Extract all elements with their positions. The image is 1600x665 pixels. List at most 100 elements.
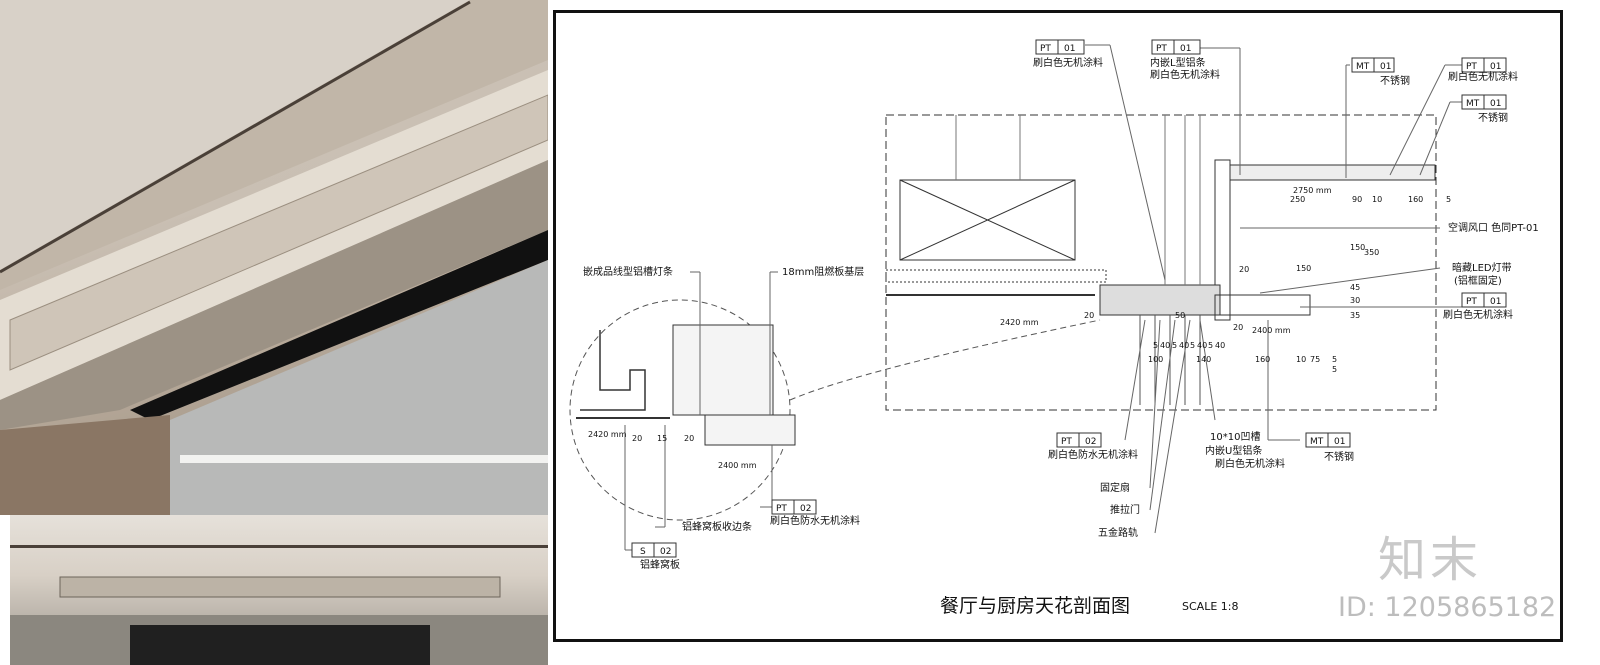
- svg-text:35: 35: [1350, 311, 1360, 320]
- ceiling-board: [1229, 164, 1436, 181]
- svg-text:45: 45: [1350, 283, 1360, 292]
- svg-text:5: 5: [1153, 341, 1158, 350]
- tag-pt01-a: PT 01 刷白色无机涂料: [1033, 39, 1103, 69]
- watermark-id: ID: 1205865182: [1338, 592, 1557, 623]
- led-cove: [1214, 294, 1311, 316]
- svg-text:50: 50: [1175, 311, 1185, 320]
- svg-text:02: 02: [800, 504, 811, 514]
- label-edge-strip: 铝蜂窝板收边条: [682, 520, 752, 533]
- ac-unit: [899, 179, 1076, 261]
- svg-text:刷白色无机涂料: 刷白色无机涂料: [1448, 70, 1518, 83]
- svg-text:2400 mm: 2400 mm: [1252, 326, 1291, 335]
- svg-text:PT: PT: [1061, 437, 1072, 447]
- tag-pt01-c: PT 01 刷白色无机涂料: [1448, 57, 1518, 83]
- svg-text:5: 5: [1190, 341, 1195, 350]
- label-hardware-rail: 五金路轨: [1098, 526, 1138, 539]
- svg-text:100: 100: [1148, 355, 1163, 364]
- label-groove: 10*10凹槽: [1210, 430, 1260, 443]
- tag-mt01-c: MT 01 不锈钢: [1305, 432, 1354, 463]
- svg-text:刷白色无机涂料: 刷白色无机涂料: [1443, 308, 1513, 321]
- svg-text:10: 10: [1296, 355, 1306, 364]
- section-drawing: PT 01 刷白色无机涂料 PT 01 内嵌L型铝条 刷白色无机涂料 MT 01…: [569, 39, 1539, 617]
- svg-text:刷白色防水无机涂料: 刷白色防水无机涂料: [1048, 448, 1138, 461]
- svg-text:01: 01: [1180, 44, 1191, 54]
- svg-text:2400 mm: 2400 mm: [718, 461, 757, 470]
- svg-text:不锈钢: 不锈钢: [1380, 74, 1410, 87]
- svg-text:20: 20: [684, 434, 694, 443]
- svg-text:150: 150: [1350, 243, 1365, 252]
- bulkhead: [1214, 159, 1231, 321]
- svg-text:20: 20: [1233, 323, 1243, 332]
- svg-text:40: 40: [1160, 341, 1170, 350]
- svg-text:10: 10: [1372, 195, 1382, 204]
- track-box: [1099, 284, 1221, 316]
- svg-text:01: 01: [1064, 44, 1075, 54]
- svg-text:01: 01: [1490, 62, 1501, 72]
- svg-text:不锈钢: 不锈钢: [1324, 450, 1354, 463]
- watermark-logo: 知末: [1378, 532, 1483, 588]
- svg-text:2420 mm: 2420 mm: [588, 430, 627, 439]
- tag-pt02-a: PT 02 刷白色防水无机涂料: [1048, 432, 1138, 461]
- ceiling-photo-illustration: [0, 0, 548, 515]
- svg-text:150: 150: [1296, 264, 1311, 273]
- detail-boundary: [885, 114, 1437, 411]
- svg-text:15: 15: [657, 434, 667, 443]
- tag-pt01-b: PT 01 内嵌L型铝条 刷白色无机涂料: [1150, 39, 1220, 81]
- svg-text:刷白色无机涂料: 刷白色无机涂料: [1150, 68, 1220, 81]
- svg-text:PT: PT: [1156, 44, 1167, 54]
- board-hatch: [672, 324, 774, 416]
- svg-text:01: 01: [1490, 99, 1501, 109]
- svg-text:01: 01: [1380, 62, 1391, 72]
- svg-text:PT: PT: [1466, 297, 1477, 307]
- tag-pt02-b: PT 02 刷白色防水无机涂料: [770, 499, 860, 527]
- svg-text:MT: MT: [1310, 437, 1324, 447]
- svg-text:PT: PT: [1466, 62, 1477, 72]
- label-led-sub: (铝框固定): [1454, 274, 1502, 287]
- drawing-title: 餐厅与厨房天花剖面图: [940, 595, 1130, 617]
- label-groove-sub1: 内嵌U型铝条: [1205, 444, 1262, 457]
- svg-text:刷白色防水无机涂料: 刷白色防水无机涂料: [770, 514, 860, 527]
- tag-pt01-d: PT 01 刷白色无机涂料: [1443, 292, 1513, 321]
- svg-text:75: 75: [1310, 355, 1320, 364]
- label-board: 18mm阻燃板基层: [782, 265, 864, 278]
- detail-callout-circle: [569, 299, 791, 521]
- svg-text:160: 160: [1408, 195, 1423, 204]
- drawing-scale: SCALE 1:8: [1182, 600, 1238, 613]
- tag-s02: S 02 铝蜂窝板: [631, 542, 680, 571]
- drawing-sheet: PT 01 刷白色无机涂料 PT 01 内嵌L型铝条 刷白色无机涂料 MT 01…: [553, 10, 1563, 642]
- ceiling-photo-top: [0, 0, 548, 515]
- svg-text:20: 20: [1239, 265, 1249, 274]
- svg-text:2420 mm: 2420 mm: [1000, 318, 1039, 327]
- svg-text:90: 90: [1352, 195, 1362, 204]
- svg-text:40: 40: [1197, 341, 1207, 350]
- svg-text:铝蜂窝板: 铝蜂窝板: [640, 558, 680, 571]
- label-ac-vent: 空调风口 色同PT-01: [1448, 221, 1539, 234]
- svg-text:2750 mm: 2750 mm: [1293, 186, 1332, 195]
- svg-text:不锈钢: 不锈钢: [1478, 111, 1508, 124]
- svg-text:350: 350: [1364, 248, 1379, 257]
- svg-text:30: 30: [1350, 296, 1360, 305]
- svg-text:PT: PT: [776, 504, 787, 514]
- label-sliding-door: 推拉门: [1110, 503, 1140, 516]
- svg-text:160: 160: [1255, 355, 1270, 364]
- svg-text:02: 02: [660, 547, 671, 557]
- label-groove-sub2: 刷白色无机涂料: [1215, 457, 1285, 470]
- svg-text:PT: PT: [1040, 44, 1051, 54]
- svg-text:40: 40: [1179, 341, 1189, 350]
- perforated-panel: [885, 269, 1107, 283]
- svg-text:内嵌L型铝条: 内嵌L型铝条: [1150, 56, 1206, 69]
- svg-text:5: 5: [1172, 341, 1177, 350]
- svg-text:5: 5: [1332, 365, 1337, 374]
- svg-text:140: 140: [1196, 355, 1211, 364]
- tag-mt01-b: MT 01 不锈钢: [1461, 94, 1508, 124]
- svg-text:刷白色无机涂料: 刷白色无机涂料: [1033, 56, 1103, 69]
- svg-text:MT: MT: [1356, 62, 1370, 72]
- svg-text:5: 5: [1332, 355, 1337, 364]
- svg-text:250: 250: [1290, 195, 1305, 204]
- label-fixed-fan: 固定扇: [1100, 481, 1130, 494]
- ceiling-photo-illustration: [10, 545, 548, 665]
- svg-text:MT: MT: [1466, 99, 1480, 109]
- svg-text:5: 5: [1446, 195, 1451, 204]
- svg-text:20: 20: [1084, 311, 1094, 320]
- svg-text:01: 01: [1490, 297, 1501, 307]
